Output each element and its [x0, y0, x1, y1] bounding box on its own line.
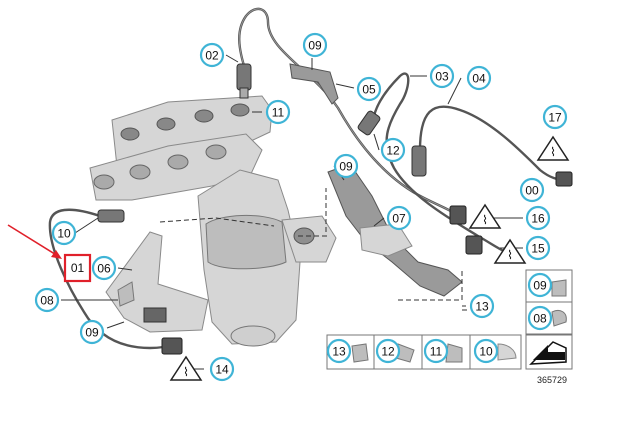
- svg-text:⌇: ⌇: [183, 365, 189, 379]
- callout-12[interactable]: 12: [375, 338, 401, 364]
- svg-text:14: 14: [215, 363, 229, 377]
- callout-10[interactable]: 10: [51, 220, 77, 246]
- oxygen-sensor-04[interactable]: [411, 145, 427, 177]
- svg-text:00: 00: [525, 184, 539, 198]
- callout-12[interactable]: 12: [380, 137, 406, 163]
- svg-text:12: 12: [381, 345, 395, 359]
- figure-number: 365729: [537, 375, 567, 385]
- svg-text:11: 11: [430, 345, 443, 359]
- warning-triangle-icon: ⌇: [536, 135, 570, 161]
- callout-layer: 02 09 05 03 04 11 17 12 09 00 07 16 15 13 10 06 08 09 14 09…: [34, 32, 568, 382]
- svg-text:⌇: ⌇: [482, 213, 488, 227]
- clip-05[interactable]: [289, 63, 339, 105]
- exhaust-manifold[interactable]: [89, 95, 273, 201]
- svg-text:05: 05: [362, 83, 376, 97]
- callout-00[interactable]: 00: [519, 177, 545, 203]
- svg-text:10: 10: [479, 345, 493, 359]
- warning-triangle-icon: ⌇: [493, 238, 527, 264]
- callout-15[interactable]: 15: [525, 235, 551, 261]
- svg-text:17: 17: [548, 111, 562, 125]
- callout-07[interactable]: 07: [386, 205, 412, 231]
- callout-03[interactable]: 03: [429, 63, 455, 89]
- svg-text:06: 06: [97, 262, 111, 276]
- callout-09[interactable]: 09: [527, 272, 553, 298]
- arrow-indicator-icon: [529, 341, 567, 365]
- callout-11[interactable]: 11: [423, 338, 449, 364]
- highlighted-callout-label[interactable]: 01: [71, 261, 85, 275]
- svg-text:09: 09: [533, 279, 547, 293]
- svg-text:11: 11: [272, 106, 285, 120]
- svg-text:07: 07: [392, 212, 406, 226]
- bracket-07[interactable]: [327, 163, 463, 297]
- callout-06[interactable]: 06: [91, 255, 117, 281]
- callout-14[interactable]: 14: [209, 356, 235, 382]
- svg-text:⌇: ⌇: [550, 145, 556, 159]
- callout-05[interactable]: 05: [356, 76, 382, 102]
- connector-00[interactable]: [555, 171, 573, 187]
- svg-text:03: 03: [435, 70, 449, 84]
- svg-text:02: 02: [205, 49, 219, 63]
- connector-16[interactable]: [449, 205, 467, 225]
- callout-09[interactable]: 09: [333, 153, 359, 179]
- callout-10[interactable]: 10: [473, 338, 499, 364]
- svg-text:⌇: ⌇: [507, 248, 513, 262]
- callout-11[interactable]: 11: [265, 99, 291, 125]
- oxygen-sensor-03[interactable]: [357, 110, 381, 136]
- svg-text:15: 15: [531, 242, 545, 256]
- warning-triangle-icon: ⌇: [468, 203, 502, 229]
- callout-09[interactable]: 09: [79, 319, 105, 345]
- connector-14[interactable]: [161, 337, 183, 355]
- callout-04[interactable]: 04: [466, 65, 492, 91]
- bracket-06[interactable]: [105, 231, 209, 333]
- callout-13[interactable]: 13: [469, 293, 495, 319]
- svg-text:16: 16: [531, 212, 545, 226]
- svg-text:12: 12: [386, 144, 400, 158]
- svg-text:10: 10: [57, 227, 71, 241]
- callout-08[interactable]: 08: [34, 287, 60, 313]
- oxygen-sensor-10[interactable]: [97, 209, 125, 223]
- callout-13[interactable]: 13: [326, 338, 352, 364]
- callout-16[interactable]: 16: [525, 205, 551, 231]
- highlight-box: [63, 253, 92, 283]
- callout-17[interactable]: 17: [542, 104, 568, 130]
- svg-text:13: 13: [475, 300, 489, 314]
- svg-text:09: 09: [339, 160, 353, 174]
- svg-text:04: 04: [472, 72, 486, 86]
- svg-text:08: 08: [40, 294, 54, 308]
- warning-triangle-icon: ⌇: [169, 355, 203, 381]
- callout-09[interactable]: 09: [302, 32, 328, 58]
- svg-text:08: 08: [533, 312, 547, 326]
- catalytic-converter[interactable]: [197, 169, 337, 347]
- callout-02[interactable]: 02: [199, 42, 225, 68]
- svg-text:13: 13: [332, 345, 346, 359]
- svg-text:09: 09: [308, 39, 322, 53]
- connector-15[interactable]: [465, 235, 483, 255]
- red-pointer-arrow-icon: [7, 224, 62, 259]
- callout-08[interactable]: 08: [527, 305, 553, 331]
- svg-text:09: 09: [85, 326, 99, 340]
- oxygen-sensor-02[interactable]: [236, 63, 252, 99]
